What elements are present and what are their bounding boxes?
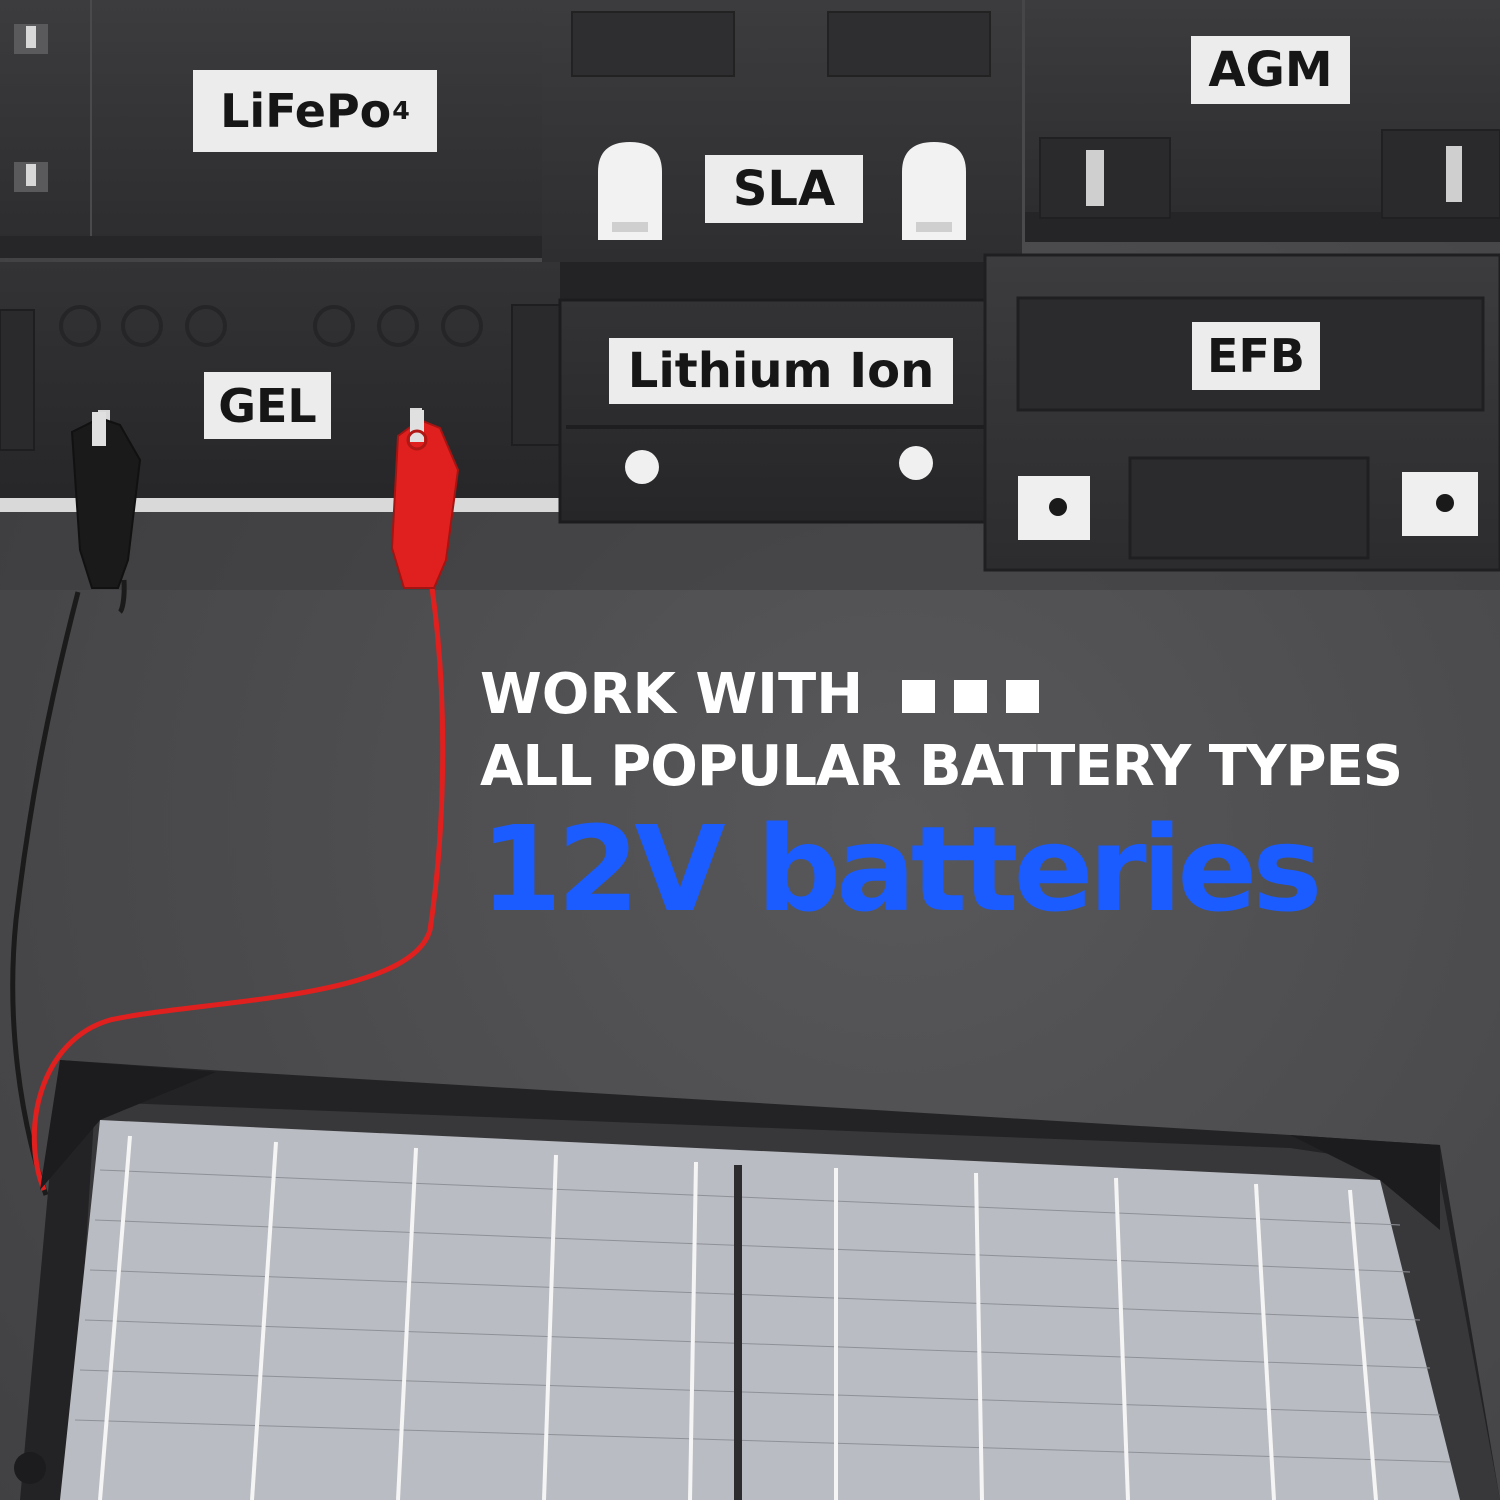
headline-line-1: WORK WITH xyxy=(480,662,864,727)
lithium-ion-battery xyxy=(558,298,1002,524)
square-dot-icon xyxy=(1006,680,1039,713)
sla-battery xyxy=(542,0,1022,300)
label-sla: SLA xyxy=(705,155,863,223)
label-lifepo4-text: LiFePo xyxy=(220,84,392,138)
headline-line-2: ALL POPULAR BATTERY TYPES xyxy=(480,734,1403,799)
label-agm: AGM xyxy=(1191,36,1350,104)
label-lithium-ion: Lithium Ion xyxy=(609,338,953,404)
label-efb: EFB xyxy=(1192,322,1320,390)
black-cable xyxy=(10,412,142,1196)
headline-highlight: 12V batteries xyxy=(480,800,1322,938)
decorative-dots xyxy=(902,680,1039,713)
red-cable xyxy=(31,410,460,1191)
label-gel: GEL xyxy=(204,372,331,439)
square-dot-icon xyxy=(954,680,987,713)
square-dot-icon xyxy=(902,680,935,713)
